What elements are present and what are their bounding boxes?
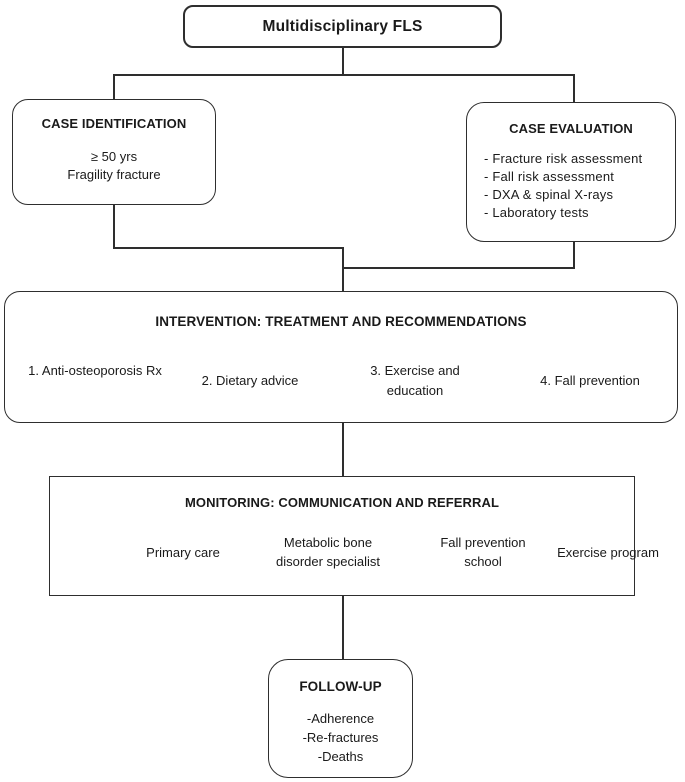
connector-left-horizontal: [113, 247, 344, 249]
box-monitoring: MONITORING: COMMUNICATION AND REFERRAL P…: [49, 476, 659, 596]
intervention-item-dietary-advice: 2. Dietary advice: [201, 373, 299, 388]
follow-up-item: -Re-fractures: [302, 730, 379, 745]
box-follow-up: FOLLOW-UP -Adherence -Re-fractures -Deat…: [268, 659, 413, 778]
connector-case-evaluation-down: [573, 241, 575, 269]
fls-title: Multidisciplinary FLS: [262, 17, 423, 35]
monitoring-item-fall-prevention-school: Fall prevention school: [440, 535, 526, 569]
follow-up-item: -Deaths: [317, 749, 364, 764]
intervention-item-anti-osteoporosis-rx: 1. Anti-osteoporosis Rx: [28, 363, 162, 378]
intervention-header: INTERVENTION: TREATMENT AND RECOMMENDATI…: [155, 314, 527, 329]
follow-up-header: FOLLOW-UP: [299, 679, 382, 694]
case-identification-header: CASE IDENTIFICATION: [41, 116, 187, 131]
case-evaluation-header: CASE EVALUATION: [509, 121, 633, 136]
case-identification-line: ≥ 50 yrs: [90, 149, 138, 164]
case-evaluation-item: - Laboratory tests: [484, 205, 589, 220]
monitoring-item-exercise-program: Exercise program: [557, 545, 659, 560]
case-evaluation-item: - DXA & spinal X-rays: [484, 187, 614, 202]
connector-case-identification-down: [113, 204, 115, 249]
connector-intervention-to-monitoring: [342, 422, 344, 477]
box-multidisciplinary-fls: Multidisciplinary FLS: [183, 5, 502, 48]
follow-up-item: -Adherence: [306, 711, 375, 726]
case-evaluation-list: - Fracture risk assessment - Fall risk a…: [484, 150, 675, 222]
connector-monitoring-to-followup: [342, 595, 344, 660]
monitoring-item-metabolic-bone-specialist: Metabolic bone disorder specialist: [275, 535, 381, 569]
connector-into-case-evaluation: [573, 74, 575, 103]
monitoring-header: MONITORING: COMMUNICATION AND REFERRAL: [184, 495, 500, 510]
case-evaluation-item: - Fracture risk assessment: [484, 151, 643, 166]
follow-up-body: -Adherence -Re-fractures -Deaths: [269, 709, 412, 766]
box-case-evaluation: CASE EVALUATION - Fracture risk assessme…: [466, 102, 676, 242]
monitoring-item-primary-care: Primary care: [146, 545, 220, 560]
case-evaluation-item: - Fall risk assessment: [484, 169, 615, 184]
case-identification-body: ≥ 50 yrs Fragility fracture: [13, 148, 215, 184]
intervention-item-fall-prevention: 4. Fall prevention: [540, 373, 640, 388]
connector-into-case-identification: [113, 74, 115, 100]
intervention-item-exercise-education: 3. Exercise and education: [370, 363, 460, 398]
connector-into-intervention: [342, 247, 344, 292]
box-intervention: INTERVENTION: TREATMENT AND RECOMMENDATI…: [4, 291, 678, 423]
connector-right-horizontal: [342, 267, 575, 269]
case-identification-line: Fragility fracture: [67, 167, 161, 182]
connector-fls-down: [342, 47, 344, 75]
connector-top-horizontal: [113, 74, 575, 76]
box-case-identification: CASE IDENTIFICATION ≥ 50 yrs Fragility f…: [12, 99, 216, 205]
